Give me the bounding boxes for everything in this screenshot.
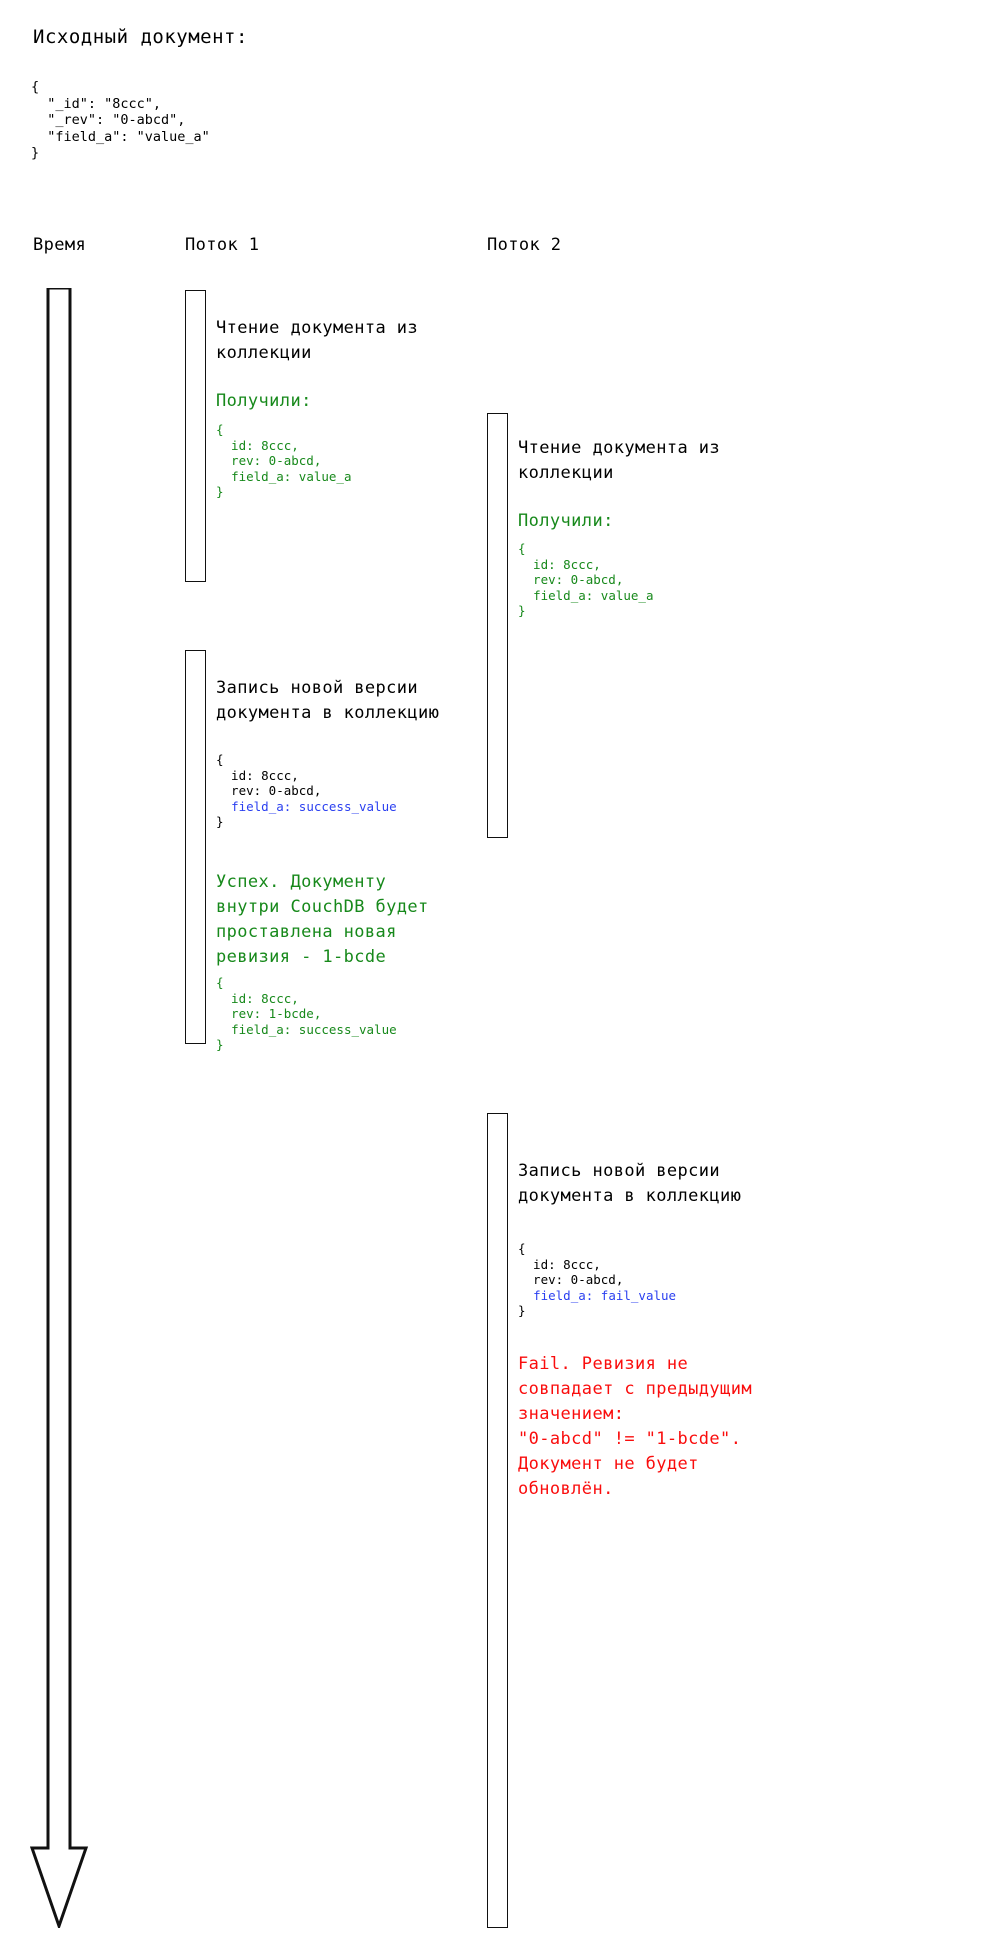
thread-2-fail-note: Fail. Ревизия не совпадает с предыдущим … [518,1354,752,1499]
thread-2-read-code-highlight: field_a: value_a [533,587,654,603]
thread-1-read-code-head: { id: 8ccc, rev: 0-abcd, [216,422,322,468]
thread-1-read-heading: Чтение документа из коллекции [216,318,419,363]
thread-1-write-code-highlight: field_a: success_value [231,798,397,814]
column-header-thread-2: Поток 2 [487,235,562,255]
thread-2-write-code: { id: 8ccc, rev: 0-abcd, field_a: fail_v… [518,1241,676,1319]
source-document-code: { "_id": "8ccc", "_rev": "0-abcd", "fiel… [31,79,210,161]
thread-1-read-note: Получили: [216,391,312,411]
column-header-thread-1: Поток 1 [185,235,260,255]
thread-1-write-code-tail: } [216,814,224,829]
column-header-time: Время [33,235,87,255]
thread-2-read-code-tail: } [518,603,526,618]
thread-1-read-code-tail: } [216,484,224,499]
thread-2-write-code-head: { id: 8ccc, rev: 0-abcd, [518,1241,624,1287]
thread-1-write-code-head: { id: 8ccc, rev: 0-abcd, [216,752,322,798]
thread-2-write-code-tail: } [518,1303,526,1318]
thread-2-read-note: Получили: [518,511,614,531]
thread-2-read-code: { id: 8ccc, rev: 0-abcd, field_a: value_… [518,541,653,619]
thread-1-write-heading: Запись новой версии документа в коллекци… [216,678,440,723]
thread-1-read-code: { id: 8ccc, rev: 0-abcd, field_a: value_… [216,422,351,500]
thread-1-success-code-head: { id: 8ccc, rev: 1-bcde, [216,975,322,1021]
thread-2-read-code-head: { id: 8ccc, rev: 0-abcd, [518,541,624,587]
time-arrow-icon [30,288,89,1928]
thread-1-activation-bar-read [185,290,206,582]
thread-1-write-code: { id: 8ccc, rev: 0-abcd, field_a: succes… [216,752,397,830]
thread-1-success-code: { id: 8ccc, rev: 1-bcde, field_a: succes… [216,975,397,1053]
thread-1-read-code-highlight: field_a: value_a [231,468,352,484]
thread-2-activation-bar-write [487,1113,508,1928]
source-document-title: Исходный документ: [33,26,248,48]
thread-1-activation-bar-write [185,650,206,1044]
thread-2-activation-bar-read [487,413,508,838]
thread-2-read-heading: Чтение документа из коллекции [518,438,721,483]
thread-2-write-heading: Запись новой версии документа в коллекци… [518,1161,742,1206]
thread-1-success-code-tail: } [216,1037,224,1052]
thread-1-success-code-highlight: field_a: success_value [231,1021,397,1037]
thread-1-success-note: Успех. Документу внутри CouchDB будет пр… [216,872,429,967]
thread-2-write-code-highlight: field_a: fail_value [533,1287,677,1303]
